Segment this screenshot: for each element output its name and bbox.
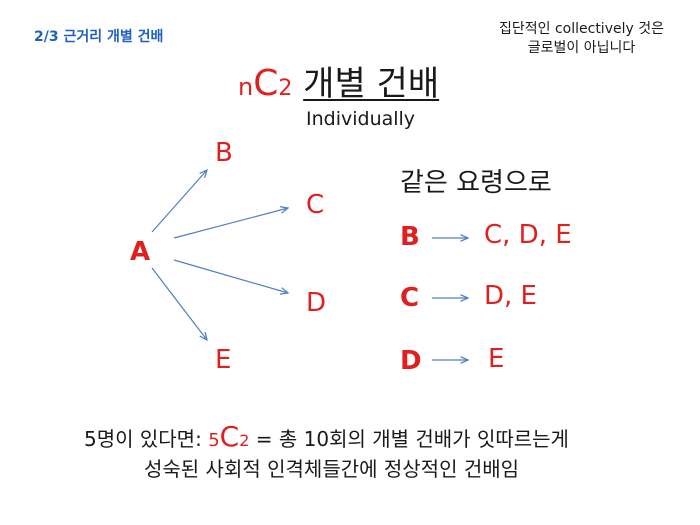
footer-line-1: 5명이 있다면: 5C2 = 총 10회의 개별 건배가 잇따르는게 bbox=[84, 420, 569, 453]
note-line-1: 집단적인 collectively 것은 bbox=[499, 21, 664, 37]
arrow-a-to-e bbox=[151, 267, 207, 340]
rule-row-1-from: B bbox=[400, 222, 420, 252]
rule-row-2-to: D, E bbox=[484, 281, 537, 311]
note: 집단적인 collectively 것은 글로벌이 아닙니다 bbox=[499, 20, 664, 58]
footer-suffix: = 총 10회의 개별 건배가 잇따르는게 bbox=[249, 427, 569, 451]
title-main: 개별 건배 bbox=[303, 64, 440, 104]
title-c: C bbox=[253, 63, 279, 104]
rule-row-1-to: C, D, E bbox=[484, 220, 572, 250]
page-subtitle: Individually bbox=[306, 108, 416, 130]
node-b: B bbox=[215, 138, 233, 168]
footer-five: 5 bbox=[208, 430, 220, 451]
node-e: E bbox=[215, 345, 232, 375]
title-subscript-2: 2 bbox=[278, 76, 293, 101]
arrow-a-to-b bbox=[151, 170, 207, 233]
rule-row-3-to: E bbox=[488, 344, 505, 374]
arrow-a-to-d bbox=[173, 259, 288, 293]
footer-subscript-2: 2 bbox=[239, 431, 250, 450]
node-a: A bbox=[130, 237, 151, 267]
footer-prefix: 5명이 있다면: bbox=[84, 427, 209, 451]
arrow-a-to-c bbox=[173, 208, 288, 239]
footer-c: C bbox=[219, 420, 240, 453]
footer-line-2: 성숙된 사회적 인격체들간에 정상적인 건배임 bbox=[144, 457, 520, 481]
rules-heading: 같은 요령으로 bbox=[400, 168, 552, 198]
rule-row-2-from: C bbox=[400, 283, 420, 313]
node-d: D bbox=[306, 288, 327, 318]
rule-row-3-from: D bbox=[400, 346, 422, 376]
node-c: C bbox=[306, 190, 325, 220]
page-title: nC2 개별 건배 bbox=[238, 62, 439, 111]
note-line-2: 글로벌이 아닙니다 bbox=[527, 40, 636, 56]
title-n: n bbox=[238, 73, 254, 101]
slide-label: 2/3 근거리 개별 건배 bbox=[34, 29, 164, 45]
